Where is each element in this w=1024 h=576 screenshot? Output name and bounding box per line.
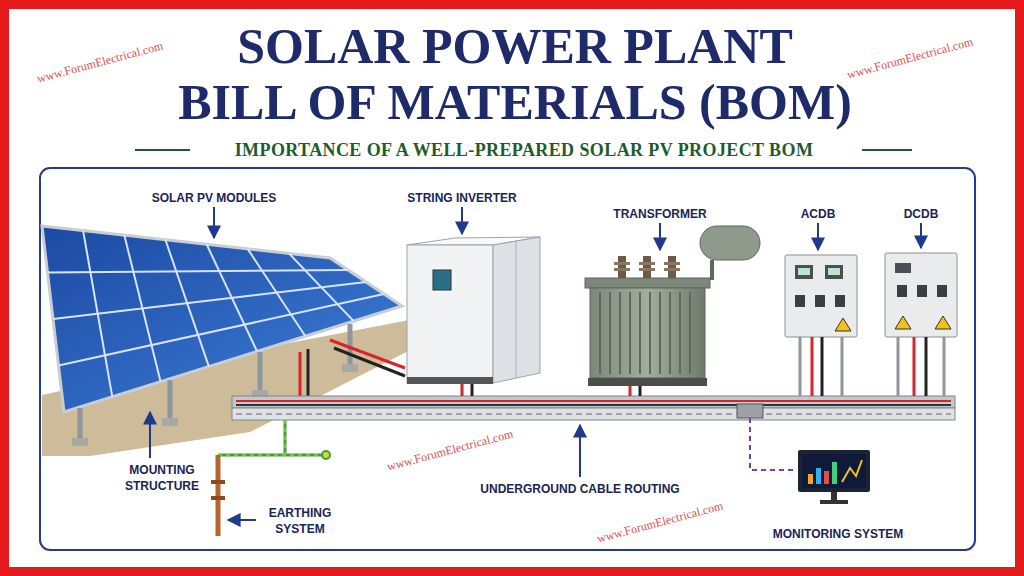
component-label: EARTHING SYSTEM (261, 505, 339, 537)
component-label: SOLAR PV MODULES (152, 190, 277, 206)
watermark: www.ForumElectrical.com (35, 38, 164, 85)
component-label: STRING INVERTER (407, 190, 516, 206)
watermark: www.ForumElectrical.com (385, 426, 514, 473)
subtitle: IMPORTANCE OF A WELL-PREPARED SOLAR PV P… (235, 140, 814, 160)
component-label: ACDB (801, 206, 836, 222)
component-label: MONITORING SYSTEM (773, 526, 903, 542)
watermark: www.ForumElectrical.com (595, 498, 724, 545)
watermark: www.ForumElectrical.com (845, 34, 974, 81)
component-label: DCDB (904, 206, 939, 222)
component-label: MOUNTING STRUCTURE (120, 462, 204, 494)
component-label: TRANSFORMER (613, 206, 706, 222)
main-title: SOLAR POWER PLANT BILL OF MATERIALS (BOM… (135, 18, 895, 130)
component-label: UNDERGROUND CABLE ROUTING (480, 481, 679, 497)
